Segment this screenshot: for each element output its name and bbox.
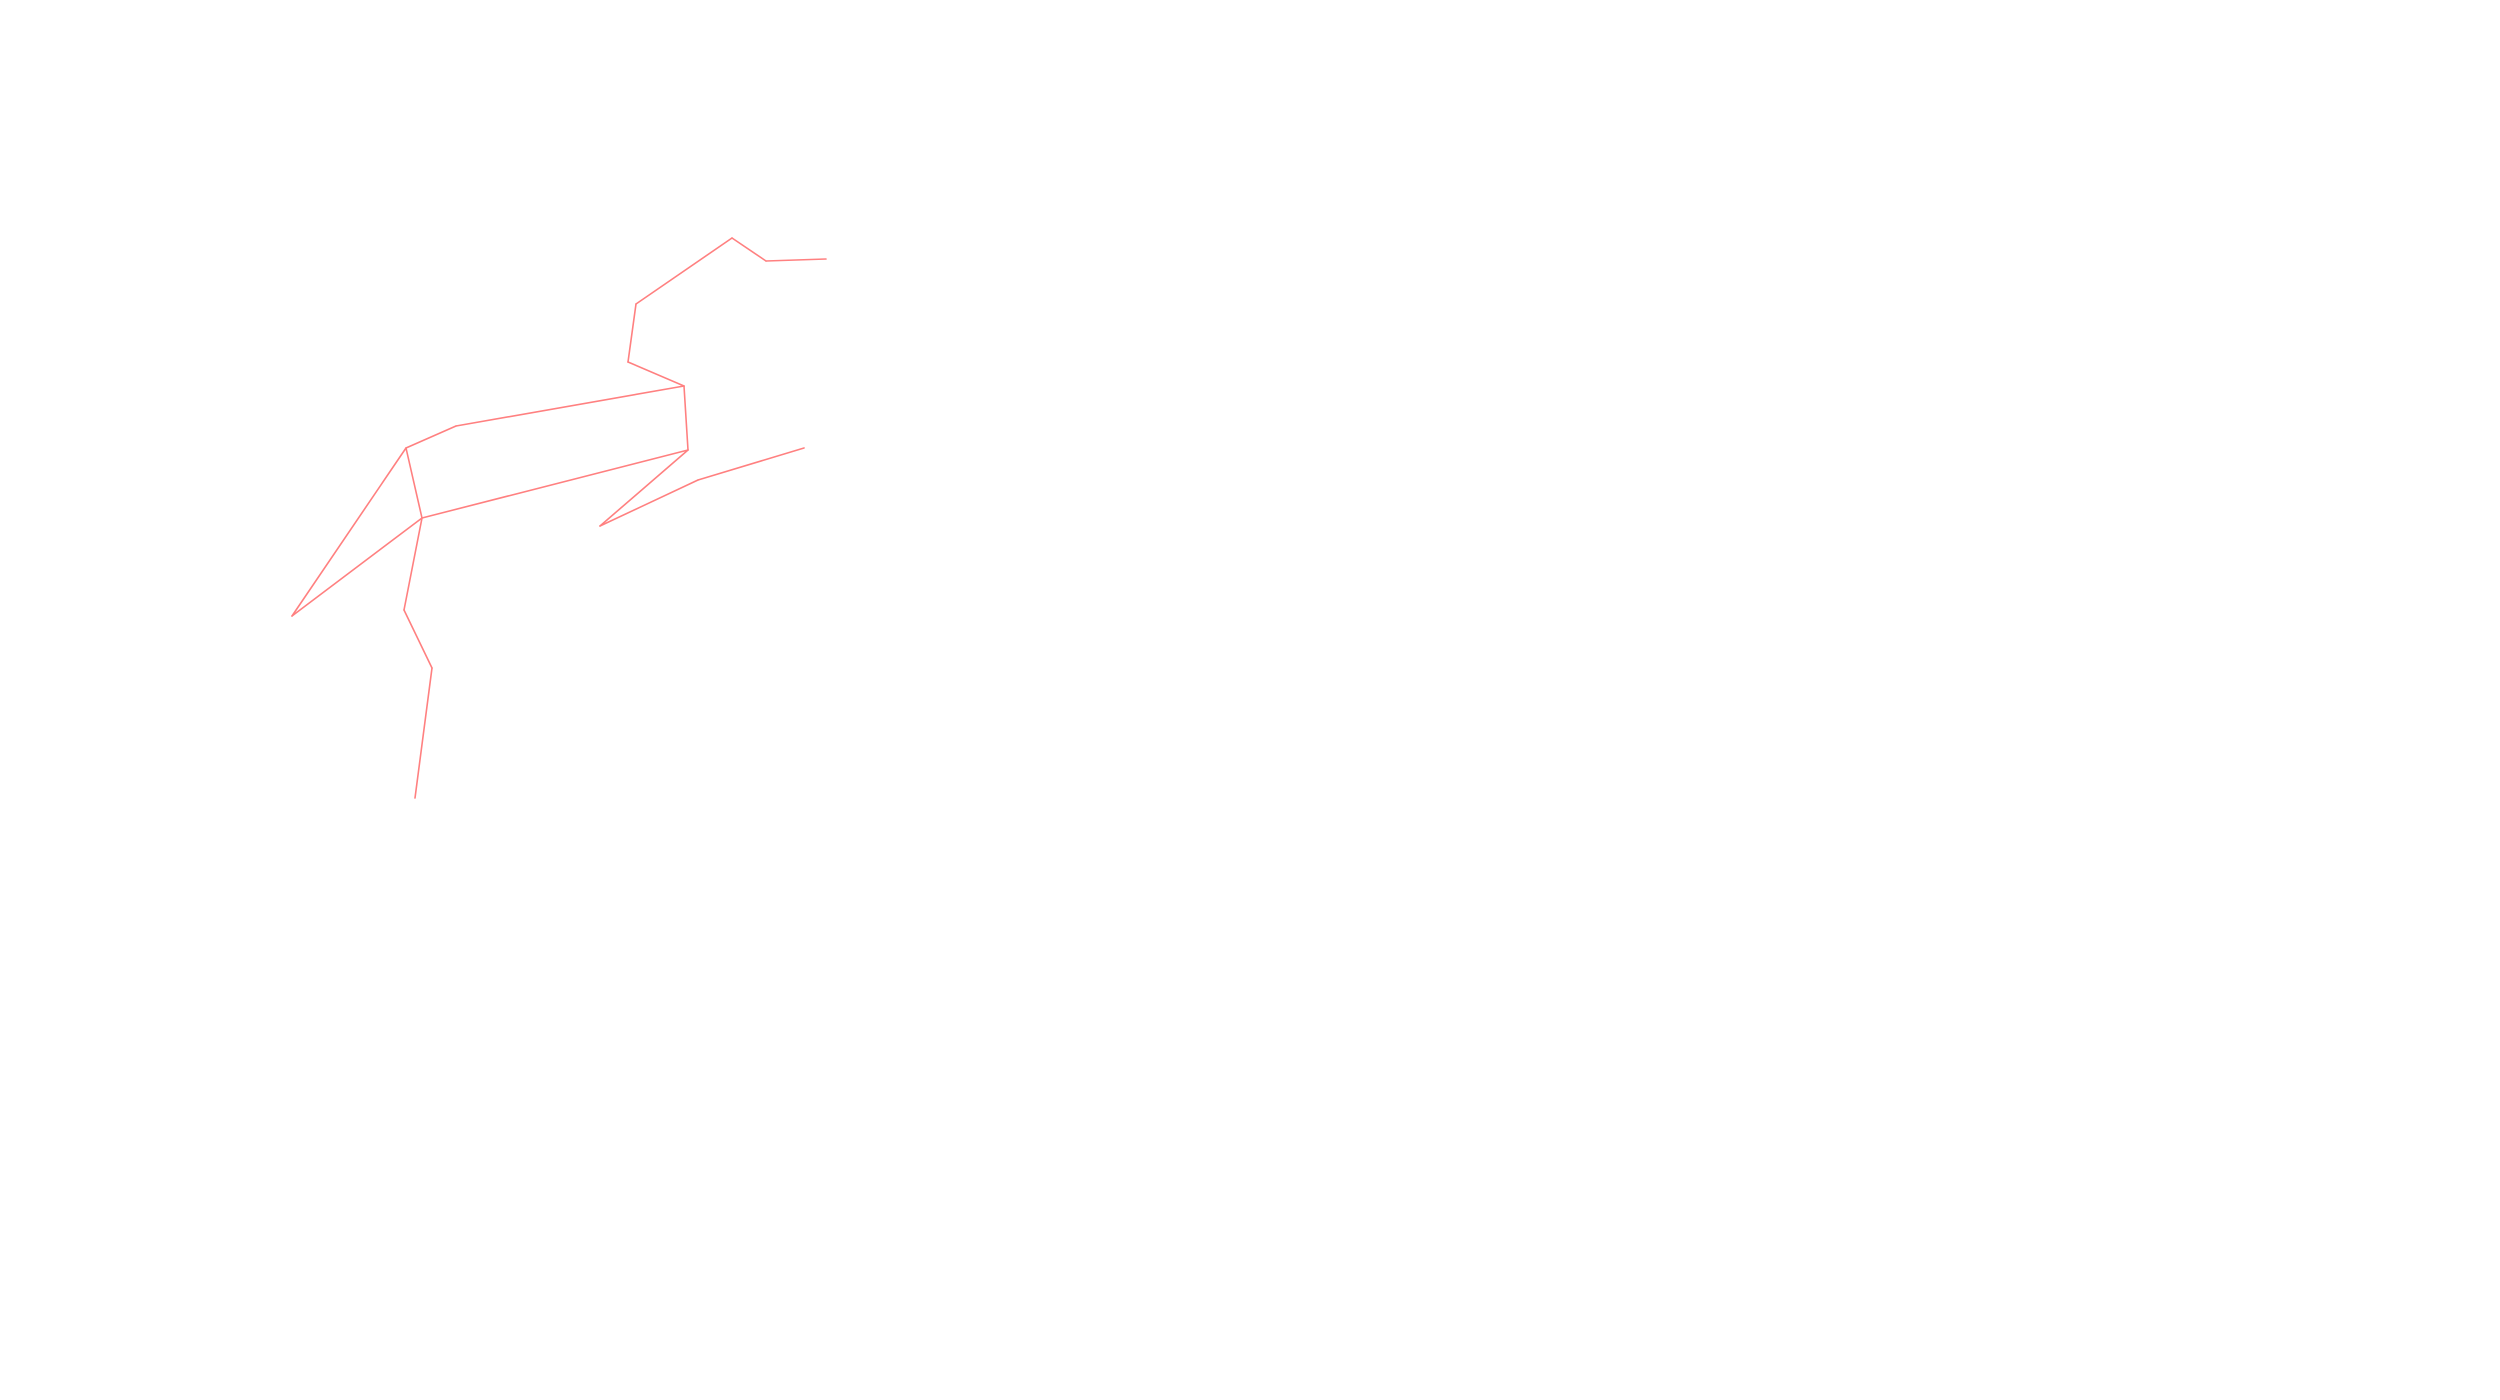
line-segment-8 bbox=[291, 447, 407, 617]
line-segment-16 bbox=[403, 517, 423, 611]
line-segments-group bbox=[291, 237, 827, 799]
line-segment-13 bbox=[599, 449, 689, 527]
line-segment-1 bbox=[765, 258, 827, 262]
line-segment-12 bbox=[683, 385, 689, 451]
line-segment-3 bbox=[635, 237, 733, 305]
line-segment-15 bbox=[697, 447, 805, 481]
line-segment-17 bbox=[403, 609, 433, 669]
line-segment-11 bbox=[421, 449, 689, 519]
line-segment-14 bbox=[599, 479, 699, 527]
line-segment-5 bbox=[627, 361, 685, 387]
line-segment-6 bbox=[455, 385, 685, 427]
line-segment-18 bbox=[414, 667, 433, 799]
line-segment-4 bbox=[627, 303, 637, 363]
line-segment-7 bbox=[405, 425, 457, 449]
line-segment-2 bbox=[731, 237, 767, 262]
line-segment-9 bbox=[291, 517, 423, 617]
line-segment-10 bbox=[405, 447, 423, 519]
